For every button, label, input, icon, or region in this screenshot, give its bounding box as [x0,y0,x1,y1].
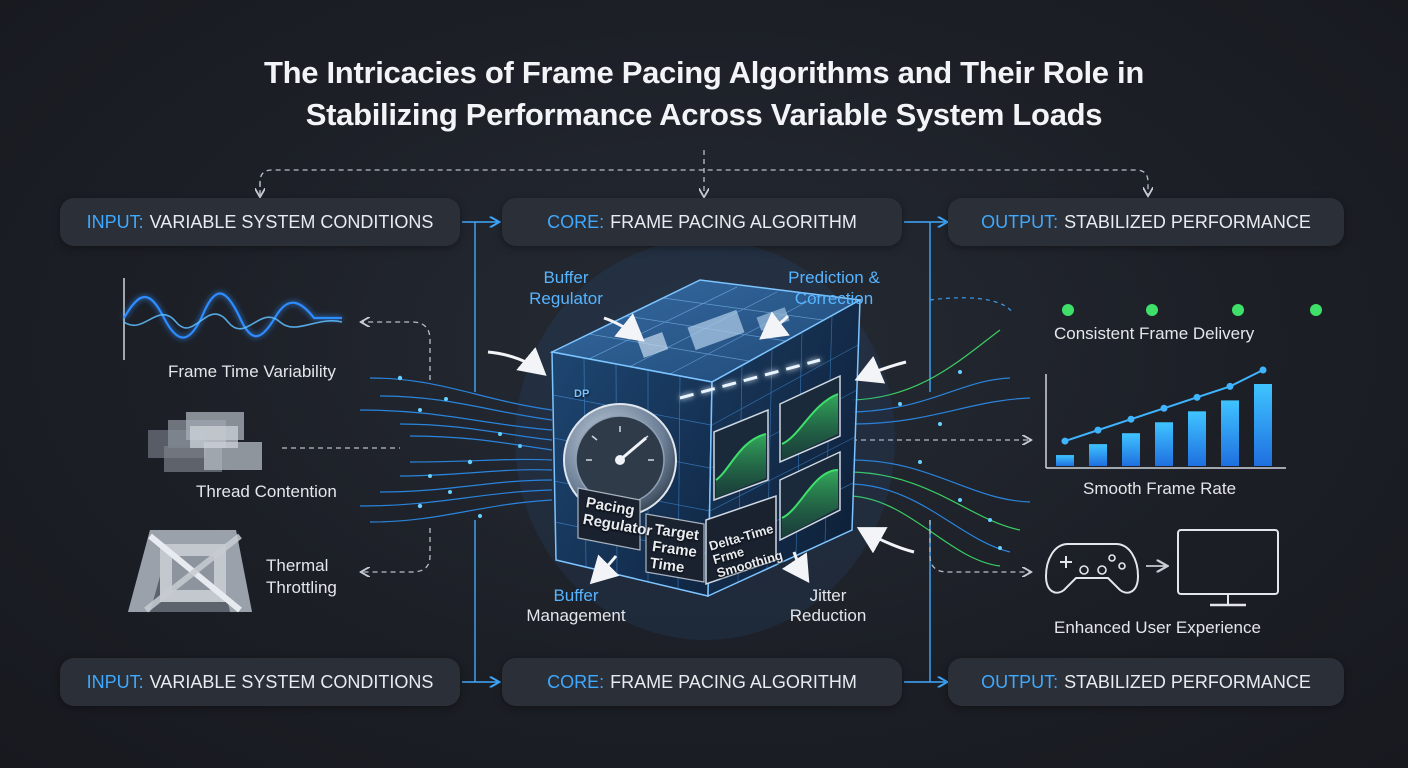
label-jitter-1: Jitter [809,586,847,605]
top-input-prefix: INPUT: [86,211,144,232]
bottom-output-text: STABILIZED PERFORMANCE [1064,671,1311,692]
bottom-core-pill: CORE: FRAME PACING ALGORITHM [502,658,902,706]
face-tag: DP [574,388,590,400]
label-buffer-management-1: Buffer [553,586,599,605]
thread-contention-icon [148,412,262,472]
dashed-feedback-thermal [362,528,431,572]
gamepad-icon [1044,543,1140,594]
label-buffer-regulator-2: Regulator [529,289,603,308]
trend-point [1094,426,1102,434]
bottom-core-text: FRAME PACING ALGORITHM [610,671,857,692]
top-input-text: VARIABLE SYSTEM CONDITIONS [149,211,434,232]
trend-point [1259,366,1267,374]
top-core-pill: CORE: FRAME PACING ALGORITHM [502,198,902,246]
bottom-core-prefix: CORE: [547,671,605,692]
top-output-text: STABILIZED PERFORMANCE [1064,211,1311,232]
top-feedback-connector [260,150,1148,196]
title-line-1: The Intricacies of Frame Pacing Algorith… [263,55,1145,90]
top-core-prefix: CORE: [547,211,605,232]
label-throttling: Throttling [266,578,337,597]
frame-rate-bar [1254,384,1272,466]
frame-rate-bar [1122,433,1140,466]
label-prediction-2: Correction [794,289,874,308]
output-data-streams [851,297,1031,567]
top-flow-arrows [462,222,946,392]
frame-rate-bar [1155,422,1173,466]
core-curved-arrows [487,311,915,585]
top-output-pill: OUTPUT: STABILIZED PERFORMANCE [948,198,1344,246]
face-label-target-frame-time: Target Frame Time [649,521,701,578]
cube-graph-panels [705,374,841,586]
label-jitter-2: Reduction [789,606,867,625]
monitor-icon [1177,529,1279,595]
output-dashed-experience [929,520,1030,572]
bottom-output-pill: OUTPUT: STABILIZED PERFORMANCE [948,658,1344,706]
diagram-title: The Intricacies of Frame Pacing Algorith… [0,52,1408,136]
label-enhanced-user-experience: Enhanced User Experience [1054,618,1261,637]
label-thread-contention: Thread Contention [196,482,337,501]
consistent-frame-delivery-graphic [1012,304,1322,316]
dashed-feedback-frame-time [362,322,431,380]
bottom-input-text: VARIABLE SYSTEM CONDITIONS [149,671,434,692]
label-buffer-management-2: Management [526,606,626,625]
top-core-text: FRAME PACING ALGORITHM [610,211,857,232]
trend-point [1127,415,1135,423]
bottom-output-prefix: OUTPUT: [981,671,1059,692]
top-input-pill: INPUT: VARIABLE SYSTEM CONDITIONS [60,198,460,246]
smooth-frame-rate-chart [1045,366,1286,469]
frame-rate-bar [1089,444,1107,466]
trend-point [1160,404,1168,412]
thermal-throttling-icon [128,530,252,613]
output-stream-particles [898,370,1002,550]
label-consistent-frame-delivery: Consistent Frame Delivery [1054,324,1255,343]
title-line-2: Stabilizing Performance Across Variable … [305,97,1103,132]
label-smooth-frame-rate: Smooth Frame Rate [1083,479,1237,498]
bottom-input-prefix: INPUT: [86,671,144,692]
pacing-gauge-icon [563,403,677,517]
user-experience-icons [1044,529,1279,607]
trend-point [1193,393,1201,401]
top-output-prefix: OUTPUT: [981,211,1059,232]
trend-point [1226,382,1234,390]
frame-rate-bar [1221,400,1239,466]
frame-rate-bar [1188,411,1206,466]
label-thermal: Thermal [266,556,329,575]
label-frame-time-variability: Frame Time Variability [168,362,336,381]
frame-rate-bar [1056,455,1074,466]
label-prediction-1: Prediction & [788,268,880,287]
label-buffer-regulator-1: Buffer [543,268,589,287]
trend-point [1061,437,1069,445]
frame-time-waveform [123,278,343,360]
input-data-streams [359,377,553,523]
bottom-input-pill: INPUT: VARIABLE SYSTEM CONDITIONS [60,658,460,706]
input-stream-particles [397,375,522,518]
